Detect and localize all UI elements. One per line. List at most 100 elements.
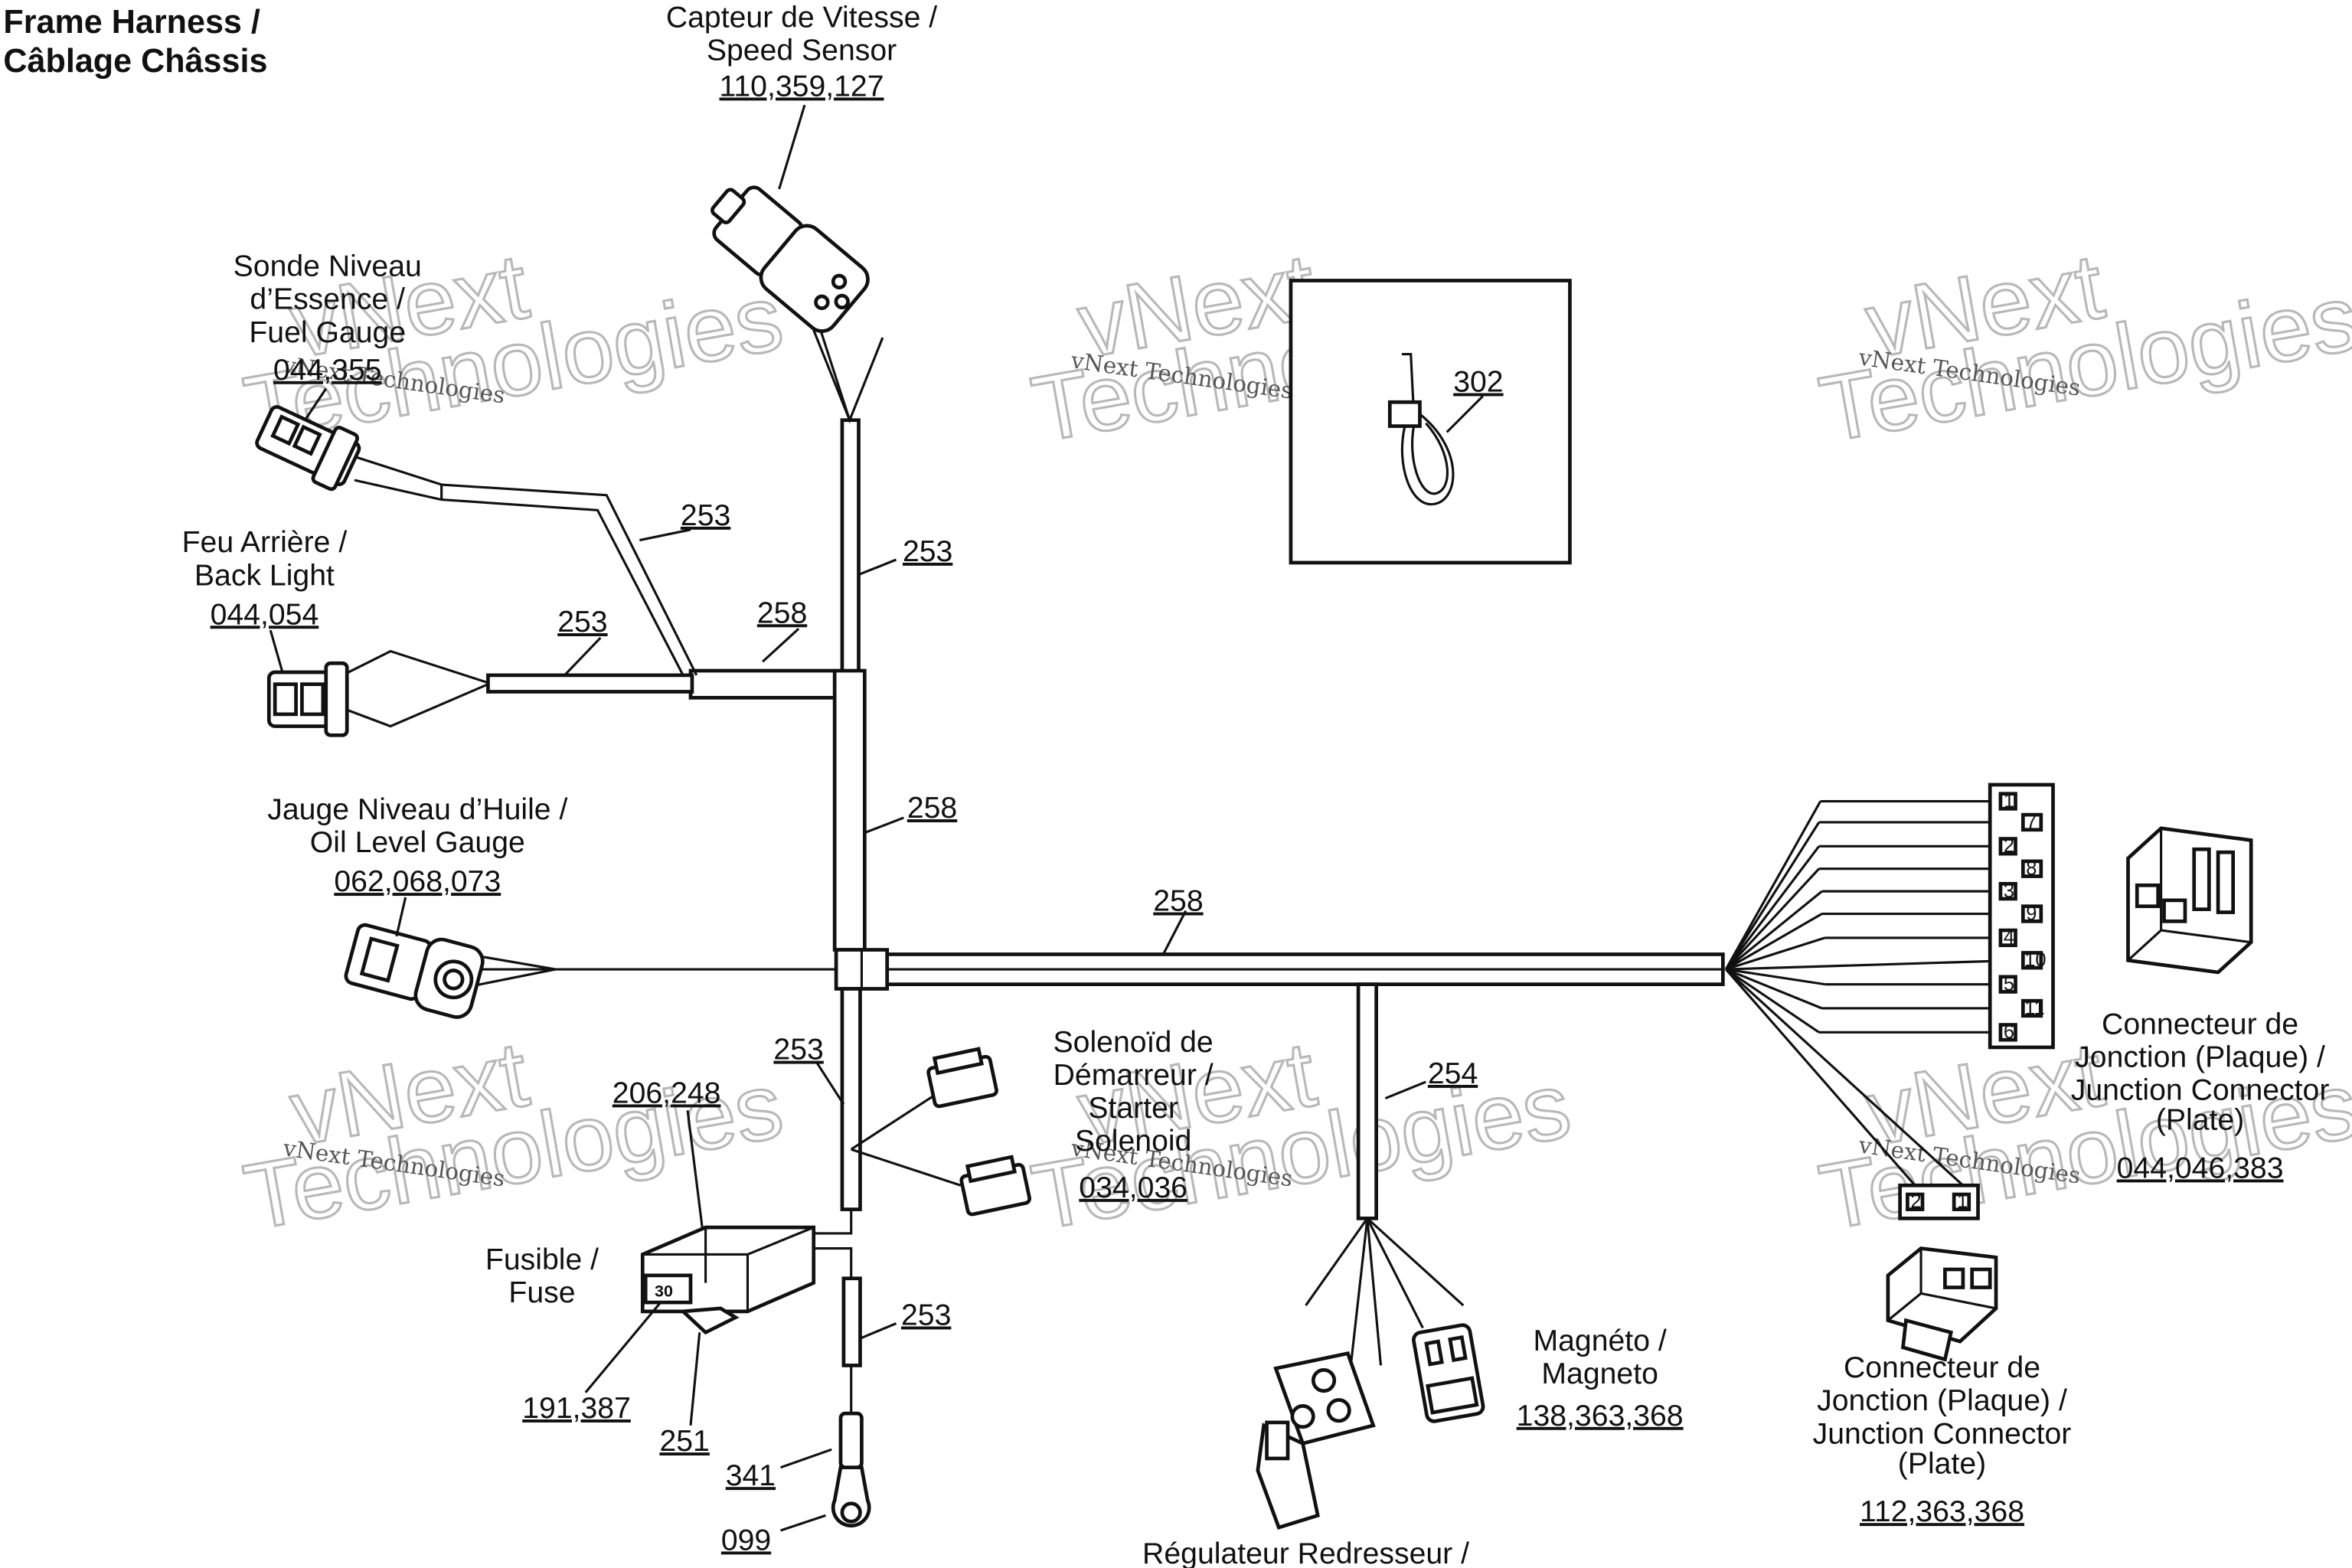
- diagram-title: Frame Harness / Câblage Châssis: [3, 4, 267, 80]
- ring-terminal: [831, 1411, 871, 1528]
- starter-solenoid-name-3: Starter: [1088, 1092, 1178, 1125]
- pin-label: 10: [2024, 949, 2046, 971]
- fuse-name-2: Fuse: [508, 1276, 575, 1309]
- junction-plate-2-name-2: Jonction (Plaque) /: [1817, 1384, 2067, 1417]
- label-fuel-gauge: Sonde Niveau d’Essence / Fuel Gauge 044,…: [234, 250, 422, 387]
- cable-tie-ref: 302: [1453, 366, 1503, 399]
- label-magneto: Magnéto / Magneto 138,363,368: [1517, 1325, 1684, 1432]
- fuse-wire: [807, 1209, 862, 1414]
- harness-trunk: [486, 418, 1725, 1220]
- pin-label: 2: [2004, 835, 2014, 857]
- back-light-ref: 044,054: [211, 598, 319, 631]
- junction-plate-1-name-3: Junction Connector: [2071, 1074, 2330, 1107]
- label-regulator: Régulateur Redresseur /: [1142, 1537, 1469, 1568]
- label-junction-plate-1: Connecteur de Jonction (Plaque) / Juncti…: [2071, 1008, 2330, 1184]
- junction-plate-connector-1: [2126, 826, 2253, 975]
- ring-terminal-ref-a: 341: [726, 1459, 776, 1492]
- pin-label: 5: [2004, 973, 2014, 995]
- pin-label: 3: [2004, 880, 2014, 902]
- starter-solenoid-name-4: Solenoid: [1075, 1125, 1192, 1158]
- fuel-gauge-name-3: Fuel Gauge: [249, 316, 406, 349]
- small-terminal-block: 2 1: [1898, 1183, 1980, 1220]
- speed-sensor-name-2: Speed Sensor: [707, 34, 897, 67]
- pin-label: 2: [1910, 1191, 1921, 1213]
- starter-solenoid-wire: [850, 1093, 962, 1187]
- junction-plate-connector-2: [1886, 1246, 1998, 1362]
- junction-plate-2-name-3: Junction Connector: [1813, 1417, 2072, 1450]
- ring-terminal-ref-b: 099: [721, 1524, 771, 1557]
- pin-label: 1: [1957, 1191, 1968, 1213]
- starter-solenoid-connector-b: [959, 1155, 1032, 1217]
- leader-lines: [269, 104, 1484, 1532]
- speed-sensor-connector: [710, 185, 870, 333]
- junction-wires: [1724, 799, 2019, 1187]
- regulator-name-1: Régulateur Redresseur /: [1142, 1537, 1469, 1568]
- harness-ref-253-light: 253: [557, 606, 607, 639]
- speed-sensor-name-1: Capteur de Vitesse /: [666, 1, 937, 34]
- magneto-connector: [1412, 1323, 1485, 1423]
- pin-label: 7: [2026, 812, 2037, 833]
- back-light-name-2: Back Light: [194, 559, 335, 592]
- harness-ref-258-branch: 258: [757, 596, 807, 629]
- pin-label: 1: [2004, 790, 2014, 812]
- label-fuse: 206,248 Fusible / Fuse 191,387 251: [485, 1076, 721, 1458]
- pin-label: 6: [2004, 1021, 2014, 1043]
- pin-label: 9: [2026, 903, 2037, 924]
- harness-ref-253-lower: 253: [773, 1034, 823, 1067]
- harness-ref-258-trunk: 258: [907, 792, 957, 825]
- oil-gauge-name-2: Oil Level Gauge: [310, 826, 525, 859]
- harness-ref-253-fuel: 253: [681, 499, 730, 532]
- fuse-name-1: Fusible /: [485, 1243, 599, 1276]
- label-cable-tie: 302: [1453, 366, 1503, 399]
- watermark-4: vNext Technologies: [236, 1020, 791, 1250]
- harness-ref-253-speed: 253: [903, 535, 952, 568]
- pin-label: 4: [2004, 927, 2014, 949]
- fuse-ref-b: 251: [659, 1425, 709, 1458]
- fuel-gauge-ref: 044,355: [273, 354, 382, 387]
- label-ring-terminal: 341 099: [721, 1459, 776, 1557]
- back-light-connector: [266, 661, 349, 737]
- starter-solenoid-name-1: Solenoïd de: [1054, 1026, 1214, 1059]
- fuel-gauge-name-1: Sonde Niveau: [234, 250, 422, 283]
- regulator-wire: [1305, 1217, 1465, 1366]
- title-line-1: Frame Harness /: [3, 4, 260, 41]
- watermark-3: vNext Technologies: [1811, 232, 2352, 462]
- harness-ref-254: 254: [1428, 1057, 1478, 1090]
- junction-plate-2-ref: 112,363,368: [1860, 1495, 2024, 1528]
- oil-gauge-ref: 062,068,073: [334, 865, 501, 898]
- harness-ref-258-main: 258: [1153, 885, 1203, 918]
- magneto-name-2: Magneto: [1541, 1357, 1658, 1390]
- magneto-ref: 138,363,368: [1517, 1400, 1684, 1432]
- fuel-gauge-name-2: d’Essence /: [250, 283, 405, 316]
- back-light-wire: [341, 649, 489, 728]
- regulator-connector: [1256, 1351, 1376, 1530]
- speed-sensor-ref: 110,359,127: [720, 70, 884, 103]
- junction-plate-2-name-1: Connecteur de: [1844, 1351, 2040, 1384]
- fuse-value: 30: [655, 1281, 673, 1300]
- speed-sensor-wire: [803, 307, 884, 423]
- starter-solenoid-name-2: Démarreur /: [1054, 1059, 1214, 1092]
- oil-gauge-connector: [344, 923, 485, 1019]
- label-oil-gauge: Jauge Niveau d’Huile / Oil Level Gauge 0…: [267, 793, 567, 898]
- fuel-gauge-connector: [255, 405, 361, 492]
- cable-tie-inset: [1289, 279, 1572, 565]
- label-starter-solenoid: Solenoïd de Démarreur / Starter Solenoid…: [1054, 1026, 1214, 1204]
- junction-plate-1-ref: 044,046,383: [2117, 1152, 2284, 1184]
- fuse-holder: 30: [640, 1225, 816, 1335]
- junction-plate-1-name-2: Jonction (Plaque) /: [2075, 1040, 2325, 1073]
- back-light-name-1: Feu Arrière /: [182, 526, 348, 559]
- oil-gauge-wire: [450, 949, 837, 992]
- pin-label: 8: [2026, 858, 2037, 880]
- label-junction-plate-2: Connecteur de Jonction (Plaque) / Juncti…: [1813, 1351, 2072, 1528]
- junction-plate-2-name-4: (Plate): [1898, 1448, 1986, 1481]
- junction-plate-1-name-1: Connecteur de: [2102, 1008, 2298, 1040]
- fuel-gauge-wire: [348, 453, 698, 676]
- oil-gauge-name-1: Jauge Niveau d’Huile /: [267, 793, 567, 826]
- starter-solenoid-ref: 034,036: [1079, 1171, 1187, 1204]
- harness-ref-253-ground: 253: [901, 1299, 951, 1332]
- junction-plate-1-name-4: (Plate): [2156, 1104, 2244, 1137]
- label-speed-sensor: Capteur de Vitesse / Speed Sensor 110,35…: [666, 1, 937, 103]
- harness-reference-labels: 253 253 258 253 258 258 253 254 253: [557, 499, 1478, 1332]
- magneto-name-1: Magnéto /: [1534, 1325, 1667, 1357]
